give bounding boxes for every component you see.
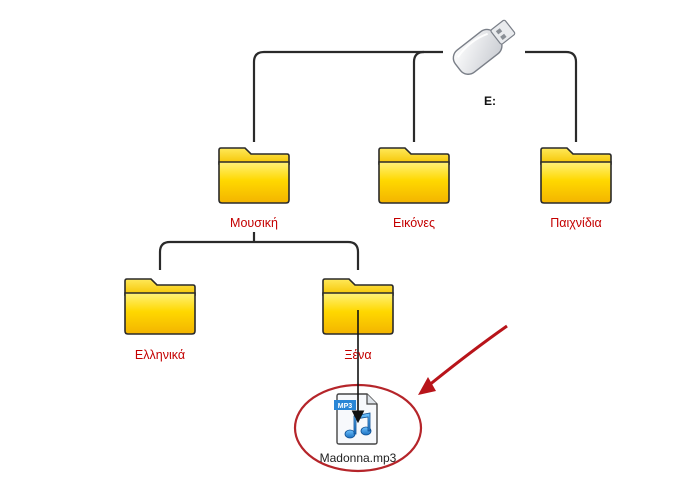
drive-label: E: [484,94,496,108]
usb-drive-icon [452,19,516,75]
mp3-badge: MP3 [338,403,353,410]
folder-icon-games[interactable] [540,147,612,204]
folder-icon-music[interactable] [218,147,290,204]
folder-icon-pictures[interactable] [378,147,450,204]
file-label: Madonna.mp3 [319,451,397,465]
tree-connectors-music [158,232,360,270]
folder-label-greek: Ελληνικά [134,348,186,362]
tree-connectors-top [252,50,578,142]
folder-label-pictures: Εικόνες [392,216,436,230]
folder-label-foreign: Ξένα [344,348,372,362]
folder-label-games: Παιχνίδια [550,216,602,230]
red-pointer-arrow [418,324,508,395]
folder-icon-greek[interactable] [124,278,196,335]
mp3-file-icon[interactable]: MP3 [334,393,378,445]
folder-label-music: Μουσική [230,216,278,230]
